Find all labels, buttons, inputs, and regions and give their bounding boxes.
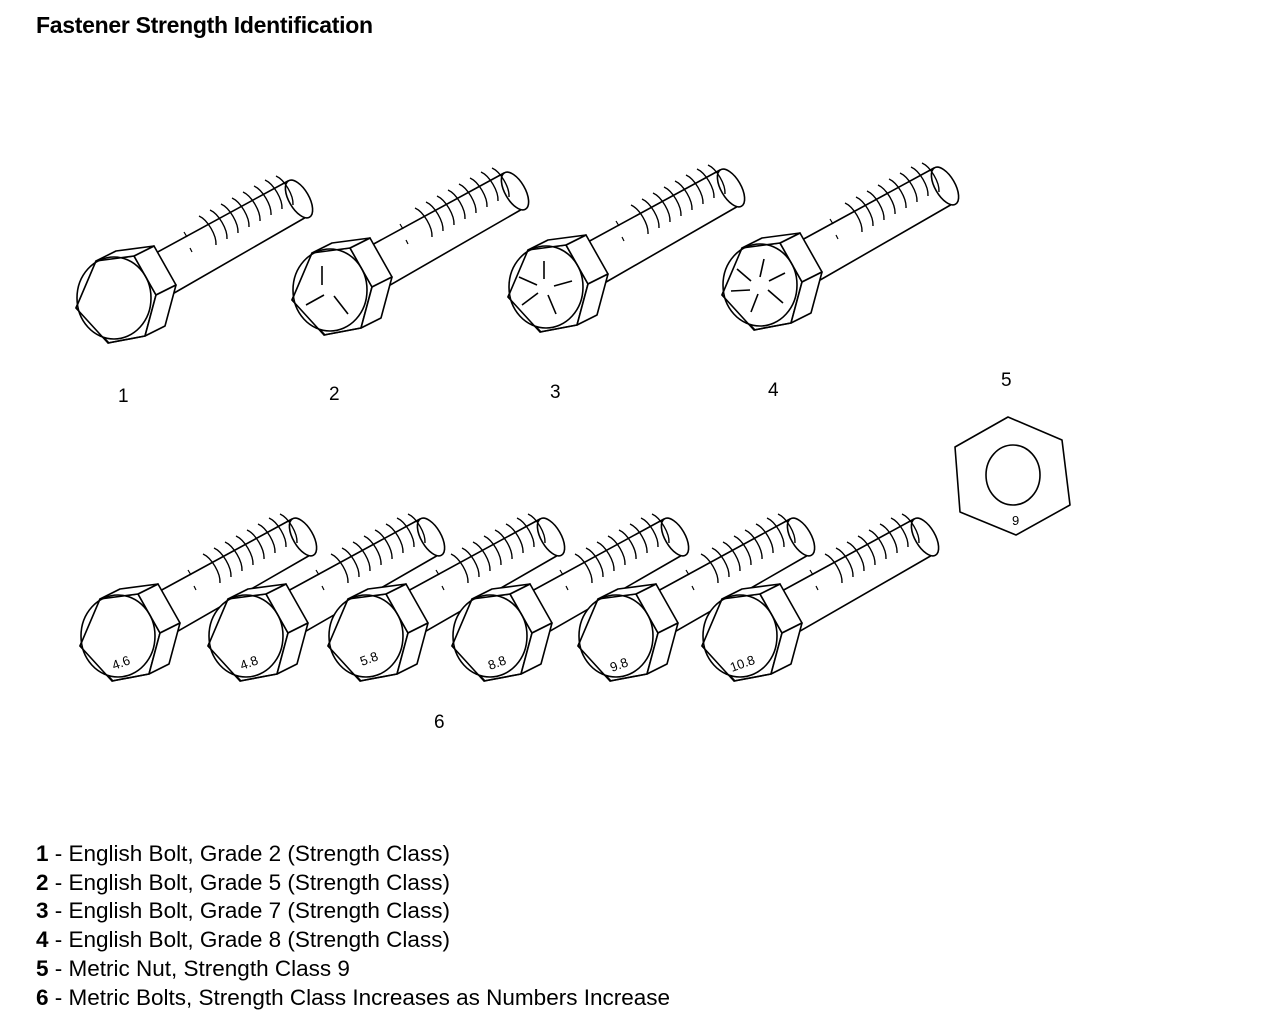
mark-5-8: 5.8 bbox=[358, 649, 380, 669]
metric-bolt-10-8: 10.8 bbox=[701, 513, 945, 682]
nut-mark: 9 bbox=[1012, 513, 1019, 528]
grade-8-marks bbox=[730, 258, 786, 313]
bolt-grade-7 bbox=[507, 164, 751, 333]
callout-1: 1 bbox=[118, 386, 129, 407]
page-title: Fastener Strength Identification bbox=[36, 12, 373, 38]
legend-item-5: 5 - Metric Nut, Strength Class 9 bbox=[36, 955, 350, 981]
mark-8-8: 8.8 bbox=[486, 653, 508, 673]
mark-4-6: 4.6 bbox=[110, 653, 132, 673]
bolt-grade-8 bbox=[721, 162, 965, 331]
legend: 1 - English Bolt, Grade 2 (Strength Clas… bbox=[36, 840, 670, 1012]
metric-bolt-4-8: 4.8 bbox=[207, 513, 451, 682]
grade-7-marks bbox=[518, 261, 573, 315]
callout-6: 6 bbox=[434, 712, 445, 733]
callout-5: 5 bbox=[1001, 370, 1012, 391]
grade-5-marks bbox=[305, 266, 349, 315]
legend-item-4: 4 - English Bolt, Grade 8 (Strength Clas… bbox=[36, 927, 450, 953]
metric-bolt-8-8: 8.8 bbox=[451, 513, 695, 682]
mark-4-8: 4.8 bbox=[238, 653, 260, 673]
mark-9-8: 9.8 bbox=[608, 655, 630, 675]
bolt-grade-5 bbox=[291, 167, 535, 336]
callout-4: 4 bbox=[768, 380, 779, 401]
metric-nut: 9 bbox=[954, 416, 1071, 536]
callout-3: 3 bbox=[550, 382, 561, 403]
metric-bolt-4-6: 4.6 bbox=[79, 513, 323, 682]
metric-bolt-5-8: 5.8 bbox=[327, 513, 571, 682]
legend-item-6: 6 - Metric Bolts, Strength Class Increas… bbox=[36, 984, 670, 1010]
legend-item-1: 1 - English Bolt, Grade 2 (Strength Clas… bbox=[36, 841, 450, 866]
metric-bolt-9-8: 9.8 bbox=[577, 513, 821, 682]
legend-item-2: 2 - English Bolt, Grade 5 (Strength Clas… bbox=[36, 869, 450, 895]
callout-2: 2 bbox=[329, 384, 340, 405]
bolt-grade-2 bbox=[75, 175, 319, 344]
legend-item-3: 3 - English Bolt, Grade 7 (Strength Clas… bbox=[36, 898, 450, 924]
